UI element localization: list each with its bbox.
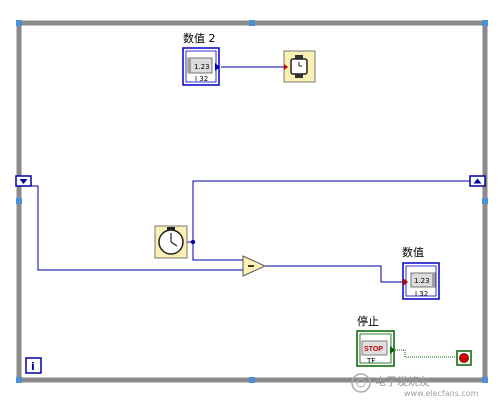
wire-branch-to-subtract[interactable] [192, 242, 243, 261]
shift-register-up-arrow-icon [473, 178, 482, 184]
watermark-url: www.elecfans.com [404, 389, 479, 398]
wire-left-shift-register-to-subtract[interactable] [30, 185, 243, 271]
wire-stop-to-condition[interactable] [395, 349, 456, 358]
wires [30, 66, 470, 358]
shift-register-right[interactable] [469, 175, 486, 187]
subtract-function[interactable] [242, 255, 267, 277]
stop-button-icon [361, 340, 388, 356]
while-loop[interactable] [16, 20, 488, 383]
tick-count-function[interactable] [154, 225, 188, 259]
wristwatch-icon [290, 55, 308, 78]
numeric-label: 数值 [402, 246, 424, 259]
svg-text:STOP: STOP [364, 346, 383, 353]
while-loop-border [16, 20, 488, 383]
numeric-indicator-terminal[interactable]: 1.23 I 32 [402, 262, 440, 300]
svg-text:1.23: 1.23 [194, 63, 210, 71]
loop-condition-terminal[interactable] [456, 350, 472, 366]
wait-ms-function[interactable] [283, 50, 316, 83]
numeric2-label: 数值 2 [183, 32, 216, 45]
resize-handle-top-left[interactable] [16, 20, 22, 26]
svg-text:I 32: I 32 [415, 290, 428, 298]
watermark-logo-icon [351, 373, 371, 393]
resize-handle-bottom-right[interactable] [482, 377, 488, 383]
indicator-input-arrow-icon [403, 278, 408, 286]
stop-label: 停止 [357, 314, 379, 328]
watermark: 电子发烧友 www.elecfans.com [351, 373, 479, 398]
resize-handle-mid-right[interactable] [482, 198, 488, 204]
resize-handle-bottom-mid[interactable] [249, 377, 255, 383]
resize-handle-mid-left[interactable] [16, 198, 22, 204]
stop-sign-icon [459, 353, 469, 363]
stop-button-terminal[interactable]: STOP TF [356, 330, 395, 367]
wire-subtract-to-numeric[interactable] [265, 265, 403, 283]
resize-handle-bottom-left[interactable] [16, 377, 22, 383]
watermark-text: 电子发烧友 [375, 374, 430, 388]
numeric2-control-terminal[interactable]: 1.23 I 32 [182, 47, 220, 86]
resize-handle-top-right[interactable] [482, 20, 488, 26]
iteration-label: i [31, 360, 35, 373]
resize-handle-top-mid[interactable] [249, 20, 255, 26]
control-output-arrow-icon [215, 63, 220, 71]
iteration-terminal[interactable]: i [25, 357, 42, 374]
shift-register-left[interactable] [15, 175, 32, 187]
wire-junction-dot [190, 239, 196, 245]
shift-register-down-arrow-icon [19, 179, 28, 184]
svg-text:TF: TF [366, 357, 375, 365]
control-output-arrow-icon [390, 346, 395, 354]
svg-text:I 32: I 32 [195, 75, 208, 83]
wire-branch-to-right-shift-register[interactable] [192, 180, 470, 242]
svg-text:1.23: 1.23 [414, 277, 430, 285]
clock-icon [158, 227, 184, 255]
wait-input-arrow-icon [284, 64, 288, 70]
